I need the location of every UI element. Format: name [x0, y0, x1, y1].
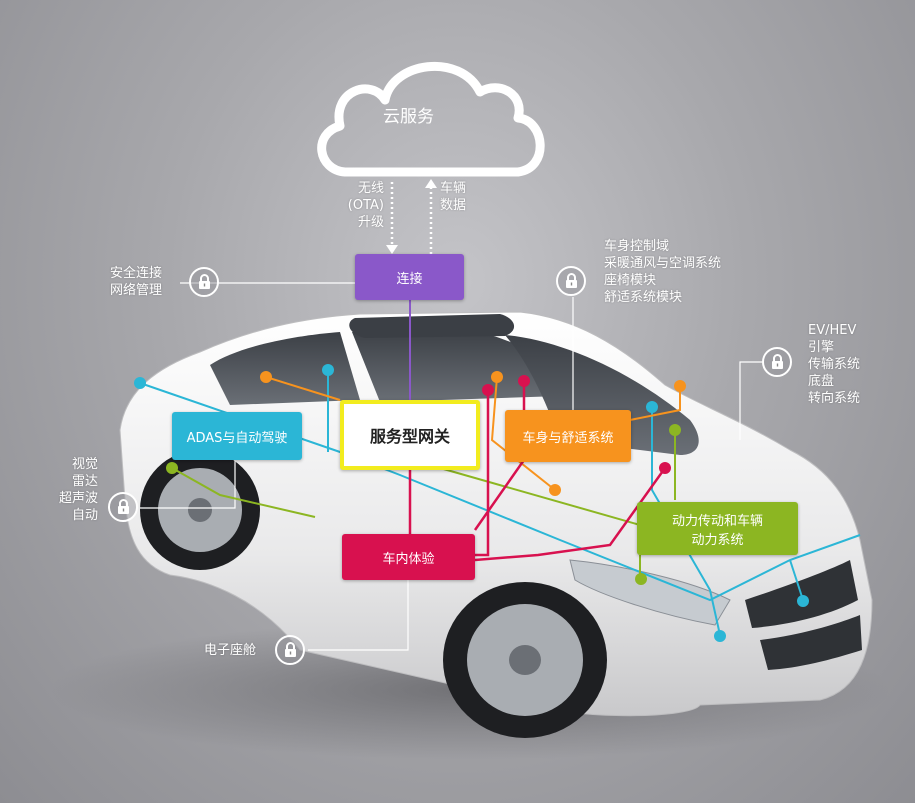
sensors-label-line: 视觉: [71, 457, 98, 472]
adas-node: [797, 595, 809, 607]
ota-label: 无线 (OTA) 升级: [348, 180, 384, 231]
adas-node: [134, 377, 146, 389]
security-label-line: 安全连接: [110, 266, 163, 281]
powertrain-box: 动力传动和车辆 动力系统: [637, 502, 798, 555]
ota-arrow: [386, 245, 398, 254]
cloud-label: 云服务: [383, 107, 434, 127]
ev-label: EV/HEV 引擎 传输系统 底盘 转向系统: [808, 322, 860, 407]
powertrain-node: [669, 424, 681, 436]
cloud-icon: [317, 61, 545, 177]
lock-icon: [556, 266, 586, 296]
ota-label-line: (OTA): [347, 198, 384, 213]
sensors-pointer: [140, 460, 236, 509]
security-label: 安全连接 网络管理: [110, 265, 162, 299]
ev-label-line: EV/HEV: [808, 323, 857, 338]
body-comfort-box: 车身与舒适系统: [505, 410, 631, 462]
cockpit-label: 电子座舱: [204, 643, 257, 658]
powertrain-box-line: 动力传动和车辆: [671, 513, 763, 529]
powertrain-box-line: 动力系统: [691, 532, 744, 548]
ev-label-line: 引擎: [808, 340, 835, 355]
data-arrow: [425, 179, 437, 188]
vehicle-data-label: 车辆 数据: [440, 180, 466, 214]
body-domain-label-line: 车身控制域: [604, 239, 670, 254]
body-domain-label-line: 座椅模块: [604, 273, 657, 288]
body-domain-label-line: 舒适系统模块: [604, 290, 683, 305]
body-node: [491, 371, 503, 383]
cockpit-pointer: [308, 580, 409, 651]
infotainment-box: 车内体验: [342, 534, 475, 580]
sensors-label-line: 超声波: [58, 491, 98, 506]
lock-icon: [275, 635, 305, 665]
powertrain-node: [166, 462, 178, 474]
ota-label-line: 无线: [357, 181, 384, 196]
infotainment-node: [659, 462, 671, 474]
sensors-label-line: 自动: [71, 508, 98, 523]
body-node: [674, 380, 686, 392]
gateway-box: 服务型网关: [340, 400, 480, 470]
lock-icon: [762, 347, 792, 377]
lock-icon: [108, 492, 138, 522]
adas-node: [646, 401, 658, 413]
body-lines: [265, 376, 681, 491]
sensors-label-line: 雷达: [71, 474, 98, 489]
vehicle-data-label-line: 车辆: [440, 181, 467, 196]
ota-label-line: 升级: [357, 215, 384, 230]
adas-node: [322, 364, 334, 376]
security-label-line: 网络管理: [110, 283, 163, 298]
connectivity-box: 连接: [355, 254, 464, 300]
lock-icon: [189, 267, 219, 297]
ev-label-line: 传输系统: [808, 357, 861, 372]
body-node: [549, 484, 561, 496]
adas-box: ADAS与自动驾驶: [172, 412, 302, 460]
body-domain-label-line: 采暖通风与空调系统: [604, 256, 722, 271]
ev-label-line: 底盘: [808, 374, 835, 389]
body-node: [260, 371, 272, 383]
infotainment-node: [482, 384, 494, 396]
vehicle-data-label-line: 数据: [440, 198, 467, 213]
sensors-label: 视觉 雷达 超声波 自动: [48, 456, 98, 524]
powertrain-node: [635, 573, 647, 585]
infotainment-node: [518, 375, 530, 387]
body-domain-label: 车身控制域 采暖通风与空调系统 座椅模块 舒适系统模块: [604, 238, 721, 306]
ev-pointer: [739, 361, 762, 440]
ev-label-line: 转向系统: [808, 391, 861, 406]
adas-node: [714, 630, 726, 642]
